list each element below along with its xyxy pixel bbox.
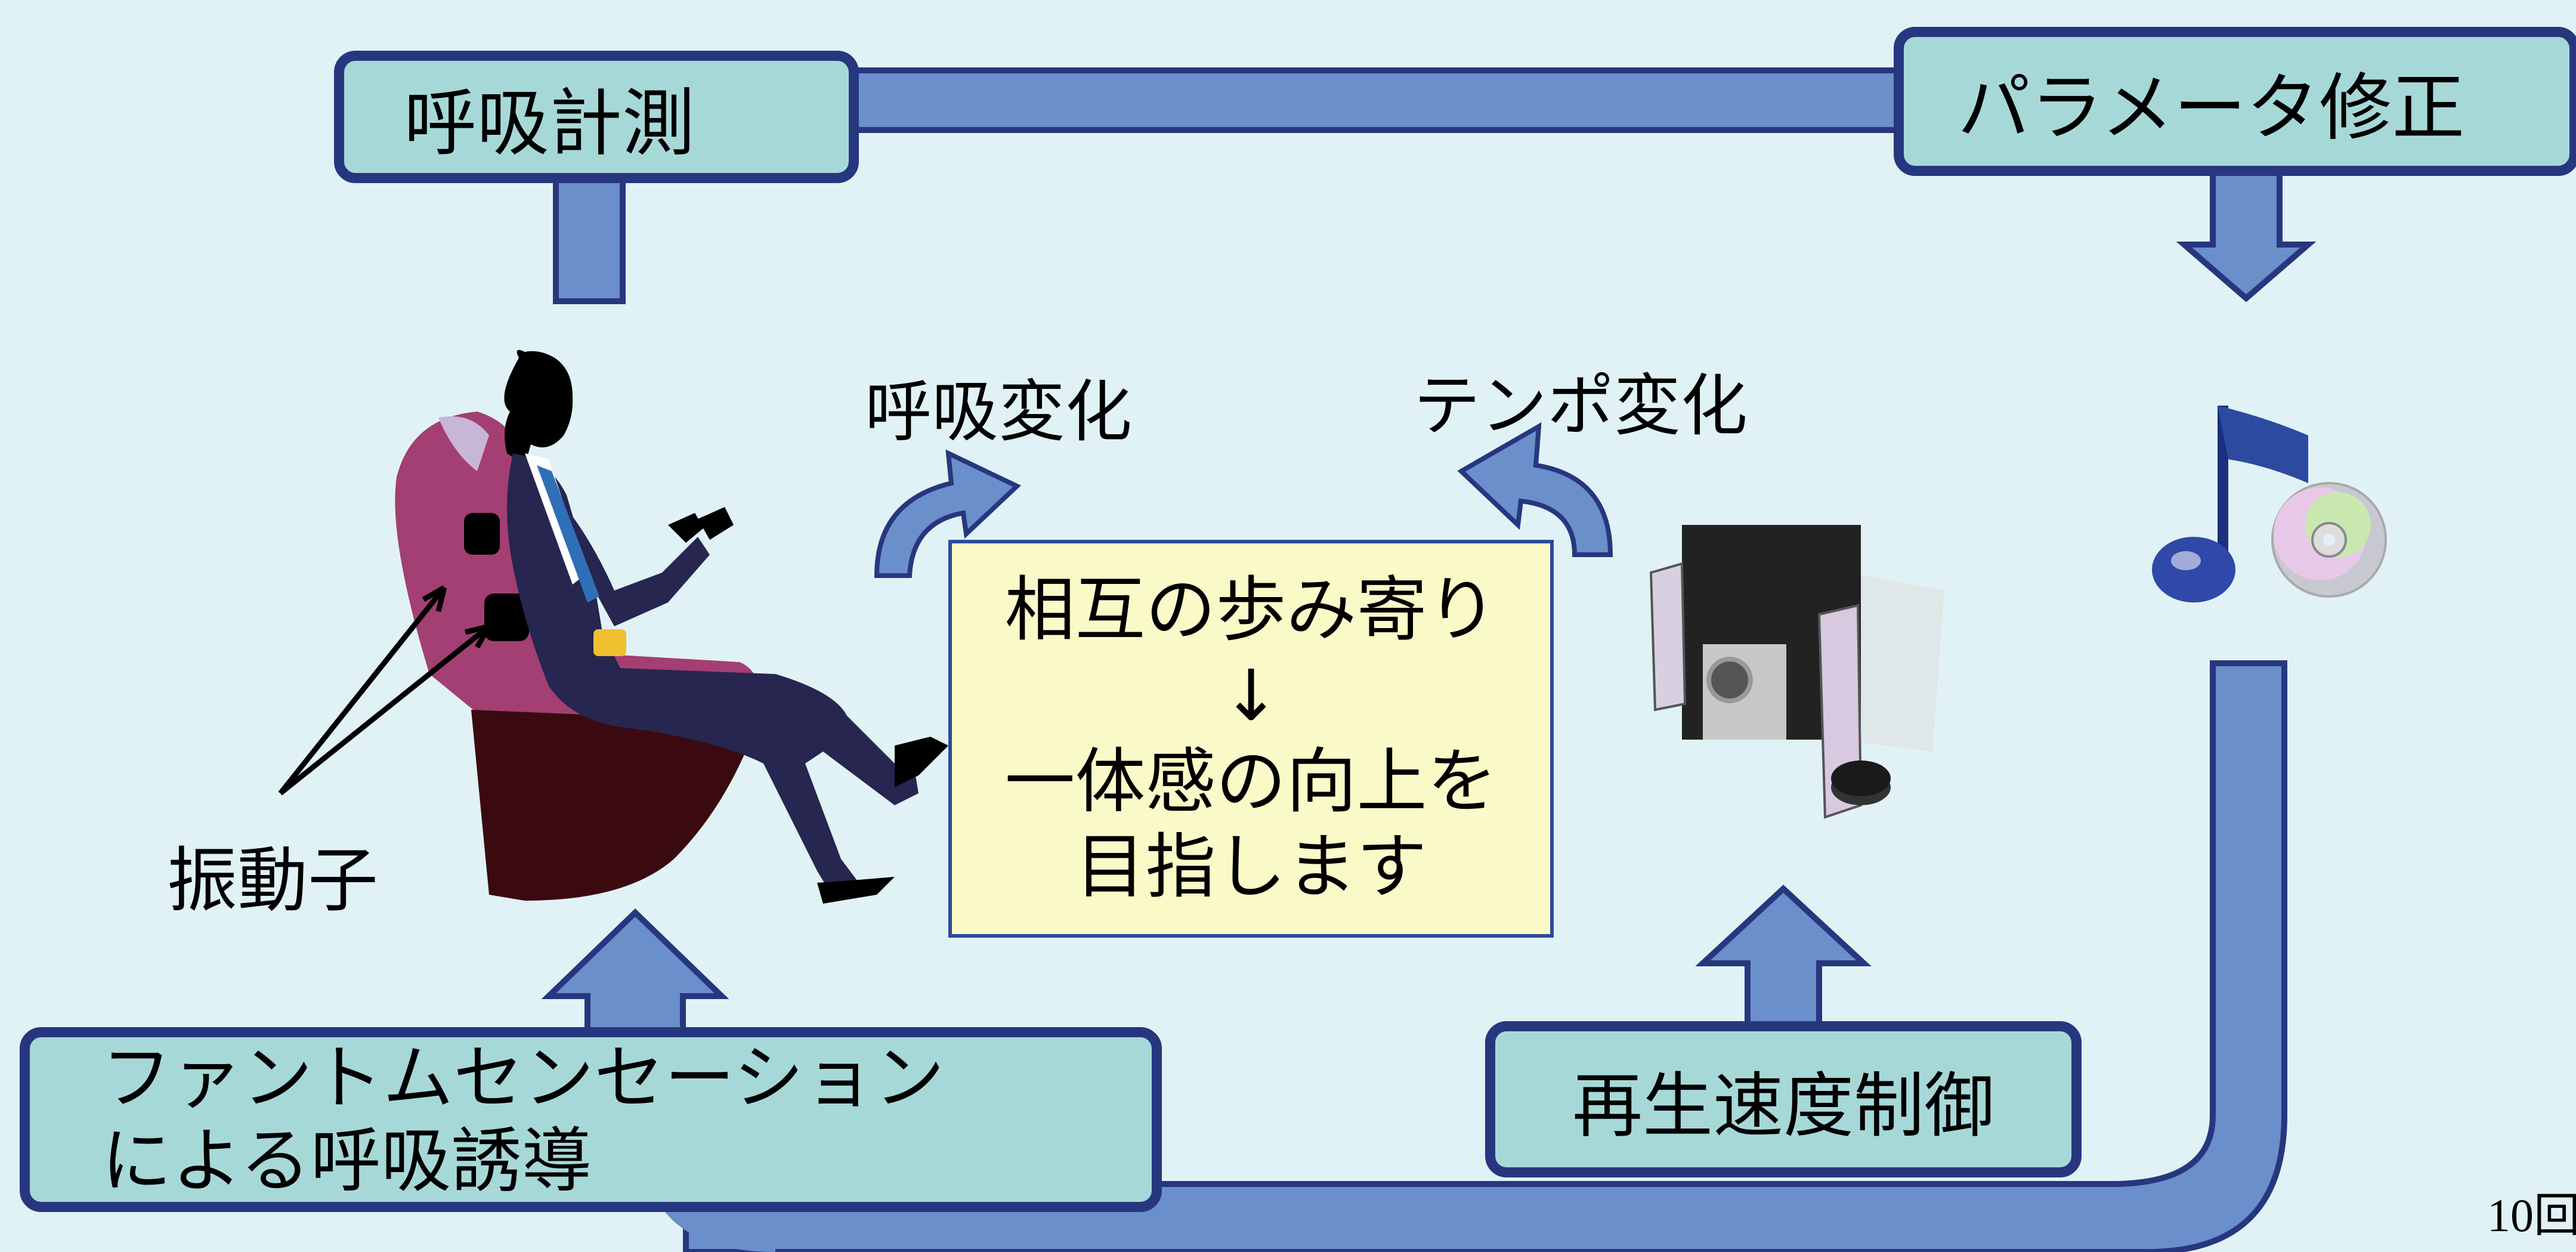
vibrator-arrowhead-upper [422,585,447,613]
playback-speed-control-label: 再生速度制御 [1572,1064,1994,1147]
tempo-change-curved-arrow [1457,422,1613,557]
speaker-system-icon [1649,525,1944,819]
phantom-sensation-guide-box: ファントムセンセーション による呼吸誘導 [20,1027,1162,1212]
param-down-arrow [2176,170,2317,302]
vibrator-label: 振動子 [167,839,379,922]
breath-change-label: 呼吸変化 [865,373,1132,451]
phantom-sensation-label-line2: による呼吸誘導 [101,1120,592,1202]
center-line-3: 目指します [1075,826,1427,908]
breath-measurement-label: 呼吸計測 [404,81,695,166]
vibrator-pointer-line-upper [278,586,447,795]
breath-measurement-box: 呼吸計測 [334,51,859,183]
tempo-change-label: テンポ変化 [1414,367,1748,445]
center-down-arrow: ↓ [1221,654,1281,737]
center-line-1: 相互の歩み寄り [1004,568,1498,651]
measure-down-stub [553,176,626,304]
vibrator-arrowhead-lower [464,623,491,649]
corner-note: 10回 [2487,1189,2576,1241]
top-connector-bar [844,67,1912,133]
person-in-chair-icon [395,350,948,904]
music-cd-icon [2152,406,2387,602]
playback-speed-control-box: 再生速度制御 [1485,1021,2082,1177]
phantom-sensation-label-line1: ファントムセンセーション [101,1036,945,1119]
parameter-correction-box: パラメータ修正 [1894,27,2576,176]
vibrator-pointer-line-lower [279,624,491,796]
center-line-2: 一体感の向上を [1004,740,1498,823]
mutual-approach-box: 相互の歩み寄り ↓ 一体感の向上を 目指します [948,540,1554,938]
guide-up-arrow [541,908,729,1047]
speed-up-arrow [1695,885,1872,1041]
breath-change-curved-arrow [874,449,1021,578]
parameter-correction-label: パラメータ修正 [1957,65,2465,150]
